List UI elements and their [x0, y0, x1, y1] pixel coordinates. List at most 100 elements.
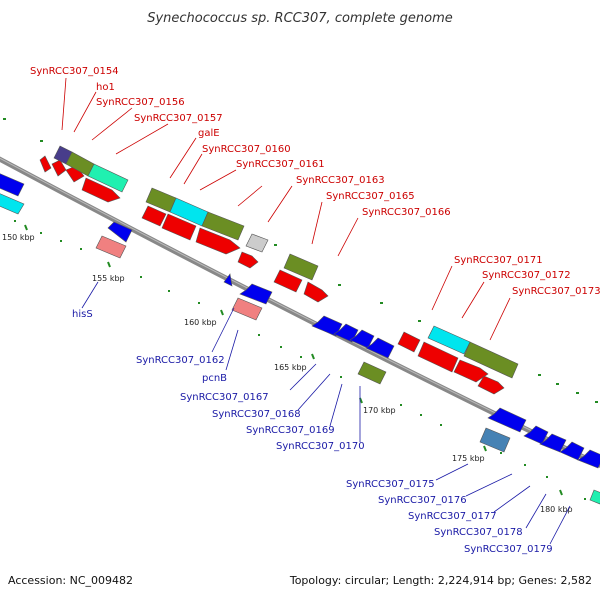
tick-mark [500, 452, 502, 454]
reverse-features [0, 172, 600, 505]
gene-label[interactable]: SynRCC307_0171 [454, 255, 543, 266]
leader-line [493, 485, 531, 513]
gene-arrow[interactable] [161, 213, 197, 241]
tick-160kbp [220, 309, 224, 316]
gene-label[interactable]: SynRCC307_0157 [134, 113, 223, 124]
gene-block[interactable] [201, 211, 245, 241]
gene-arrow[interactable] [349, 329, 375, 349]
tick-mark [380, 302, 383, 304]
leader-line [297, 373, 331, 411]
tick-mark [338, 284, 341, 286]
reverse-gene-labels: hisS SynRCC307_0162 pcnB SynRCC307_0167 … [72, 309, 553, 555]
gene-arrow[interactable] [237, 251, 259, 269]
gene-arrow[interactable] [0, 172, 25, 197]
gene-arrow[interactable] [223, 273, 233, 287]
gene-arrow[interactable] [311, 315, 343, 337]
tick-mark [556, 383, 559, 385]
gene-block[interactable] [589, 489, 600, 505]
gene-arrow[interactable] [303, 281, 329, 303]
gene-arrow[interactable] [417, 341, 459, 373]
gene-arrow[interactable] [523, 425, 549, 445]
gene-label[interactable]: SynRCC307_0176 [378, 495, 467, 506]
forward-leaders [61, 77, 511, 341]
kbp-label: 155 kbp [92, 274, 125, 283]
gene-arrow[interactable] [239, 283, 273, 305]
gene-label[interactable]: SynRCC307_0172 [482, 270, 571, 281]
gene-arrow[interactable] [195, 227, 241, 255]
gene-label[interactable]: SynRCC307_0178 [434, 527, 523, 538]
gene-arrow[interactable] [539, 433, 567, 453]
gene-label[interactable]: SynRCC307_0154 [30, 66, 119, 77]
gene-label[interactable]: ho1 [96, 82, 115, 93]
leader-line [81, 281, 99, 309]
gene-arrow[interactable] [559, 441, 585, 461]
gene-arrow[interactable] [141, 205, 167, 227]
leader-line [61, 77, 67, 131]
leader-line [211, 307, 235, 353]
gene-label[interactable]: SynRCC307_0156 [96, 97, 185, 108]
gene-block[interactable] [245, 233, 269, 253]
leader-line [525, 493, 547, 529]
gene-arrow[interactable] [333, 323, 359, 343]
tick-mark [340, 376, 342, 378]
leader-line [73, 91, 97, 133]
tick-155kbp [107, 261, 111, 268]
gene-label[interactable]: SynRCC307_0175 [346, 479, 435, 490]
kbp-label: 160 kbp [184, 318, 217, 327]
gene-arrow[interactable] [273, 269, 303, 293]
gene-arrow[interactable] [365, 337, 395, 359]
gene-label[interactable]: SynRCC307_0169 [246, 425, 335, 436]
gene-block[interactable] [95, 235, 127, 259]
tick-mark [576, 392, 579, 394]
leader-line [237, 185, 263, 207]
gene-block[interactable] [427, 325, 471, 355]
gene-label[interactable]: SynRCC307_0163 [296, 175, 385, 186]
tick-mark [140, 276, 142, 278]
gene-label[interactable]: galE [198, 128, 220, 139]
gene-label[interactable]: SynRCC307_0165 [326, 191, 415, 202]
gene-label[interactable]: SynRCC307_0173 [512, 286, 600, 297]
gene-block[interactable] [87, 163, 129, 193]
gene-block[interactable] [357, 361, 387, 385]
gene-label[interactable]: SynRCC307_0162 [136, 355, 225, 366]
gene-label[interactable]: SynRCC307_0167 [180, 392, 269, 403]
gene-arrow[interactable] [577, 449, 600, 469]
forward-gene-labels: SynRCC307_0154 ho1 SynRCC307_0156 SynRCC… [30, 66, 600, 297]
gene-block[interactable] [283, 253, 319, 281]
gene-block[interactable] [479, 427, 511, 453]
gene-label[interactable]: SynRCC307_0170 [276, 441, 365, 452]
tick-180kbp [559, 489, 563, 496]
gene-label[interactable]: SynRCC307_0179 [464, 544, 553, 555]
gene-arrow[interactable] [477, 375, 505, 395]
gene-label[interactable]: SynRCC307_0168 [212, 409, 301, 420]
inner-tick-ring [14, 220, 586, 500]
gene-label[interactable]: SynRCC307_0160 [202, 144, 291, 155]
leader-line [289, 363, 317, 391]
leader-line [115, 123, 169, 155]
gene-label[interactable]: SynRCC307_0161 [236, 159, 325, 170]
gene-label[interactable]: hisS [72, 309, 93, 320]
tick-mark [595, 401, 598, 403]
gene-arrow[interactable] [487, 407, 527, 433]
gene-label[interactable]: SynRCC307_0177 [408, 511, 497, 522]
leader-line [489, 297, 511, 341]
leader-line [169, 137, 197, 179]
gene-arrow[interactable] [453, 359, 489, 383]
gene-block[interactable] [463, 341, 519, 379]
forward-features [39, 145, 519, 395]
leader-line [329, 383, 343, 427]
leader-line [431, 265, 453, 311]
gene-block[interactable] [231, 297, 263, 321]
tick-mark [3, 118, 6, 120]
gene-arrow[interactable] [81, 177, 121, 203]
gene-label[interactable]: SynRCC307_0166 [362, 207, 451, 218]
tick-mark [168, 290, 170, 292]
gene-block[interactable] [0, 192, 25, 215]
gene-arrow[interactable] [397, 331, 421, 353]
gene-label[interactable]: pcnB [202, 373, 227, 384]
tick-mark [60, 240, 62, 242]
gene-arrow[interactable] [107, 221, 133, 243]
tick-mark [300, 356, 302, 358]
gene-arrow[interactable] [39, 155, 52, 173]
